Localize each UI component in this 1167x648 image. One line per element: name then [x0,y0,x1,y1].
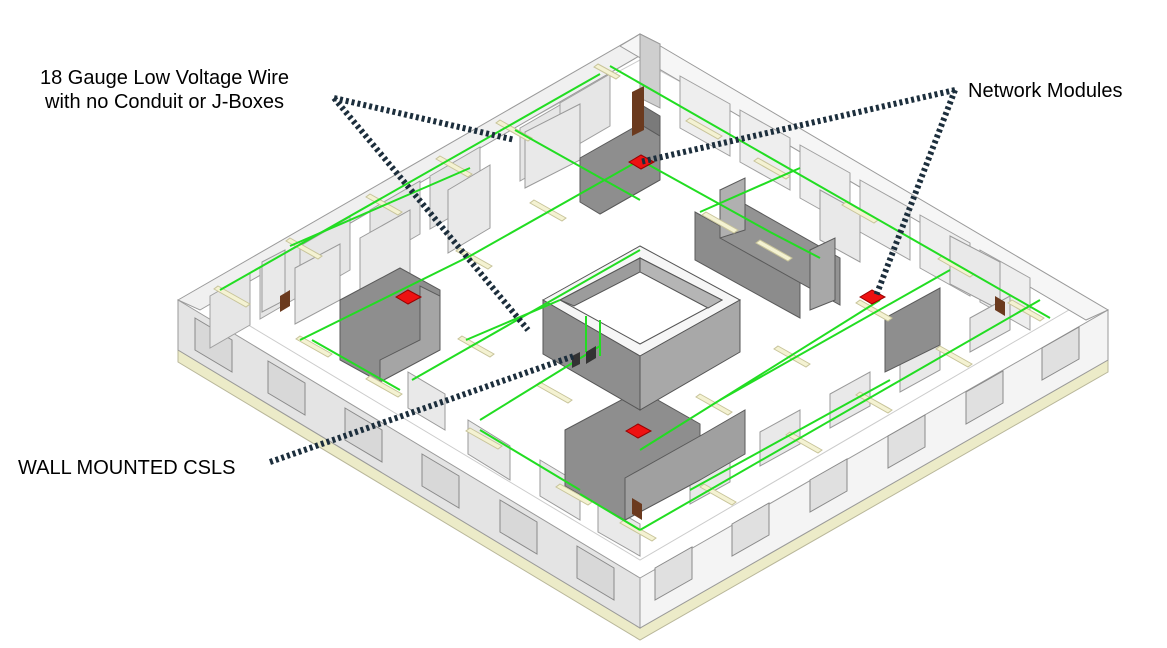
network-modules [395,154,887,439]
wall-mounted-csls-label: WALL MOUNTED CSLS [18,457,236,479]
doors [280,86,1005,520]
leader-lines [269,87,958,465]
network-modules-label: Network Modules [968,80,1123,102]
partition-walls-light [261,103,1011,557]
wall-mounted-csl-units [572,346,596,368]
windows-right [654,326,1080,601]
wire-callout: 18 Gauge Low Voltage Wire with no Condui… [40,66,289,114]
wire-label-line2: with no Conduit or J-Boxes [45,91,285,113]
low-voltage-wires [219,65,1051,531]
partition-walls-dark [339,103,941,521]
leader-wire-2 [331,96,531,332]
leader-network-2 [873,88,958,298]
wire-label-line1: 18 Gauge Low Voltage Wire [40,67,290,89]
leader-wire-1 [333,95,516,143]
central-core [541,245,742,411]
outer-wall-back [176,33,1110,321]
